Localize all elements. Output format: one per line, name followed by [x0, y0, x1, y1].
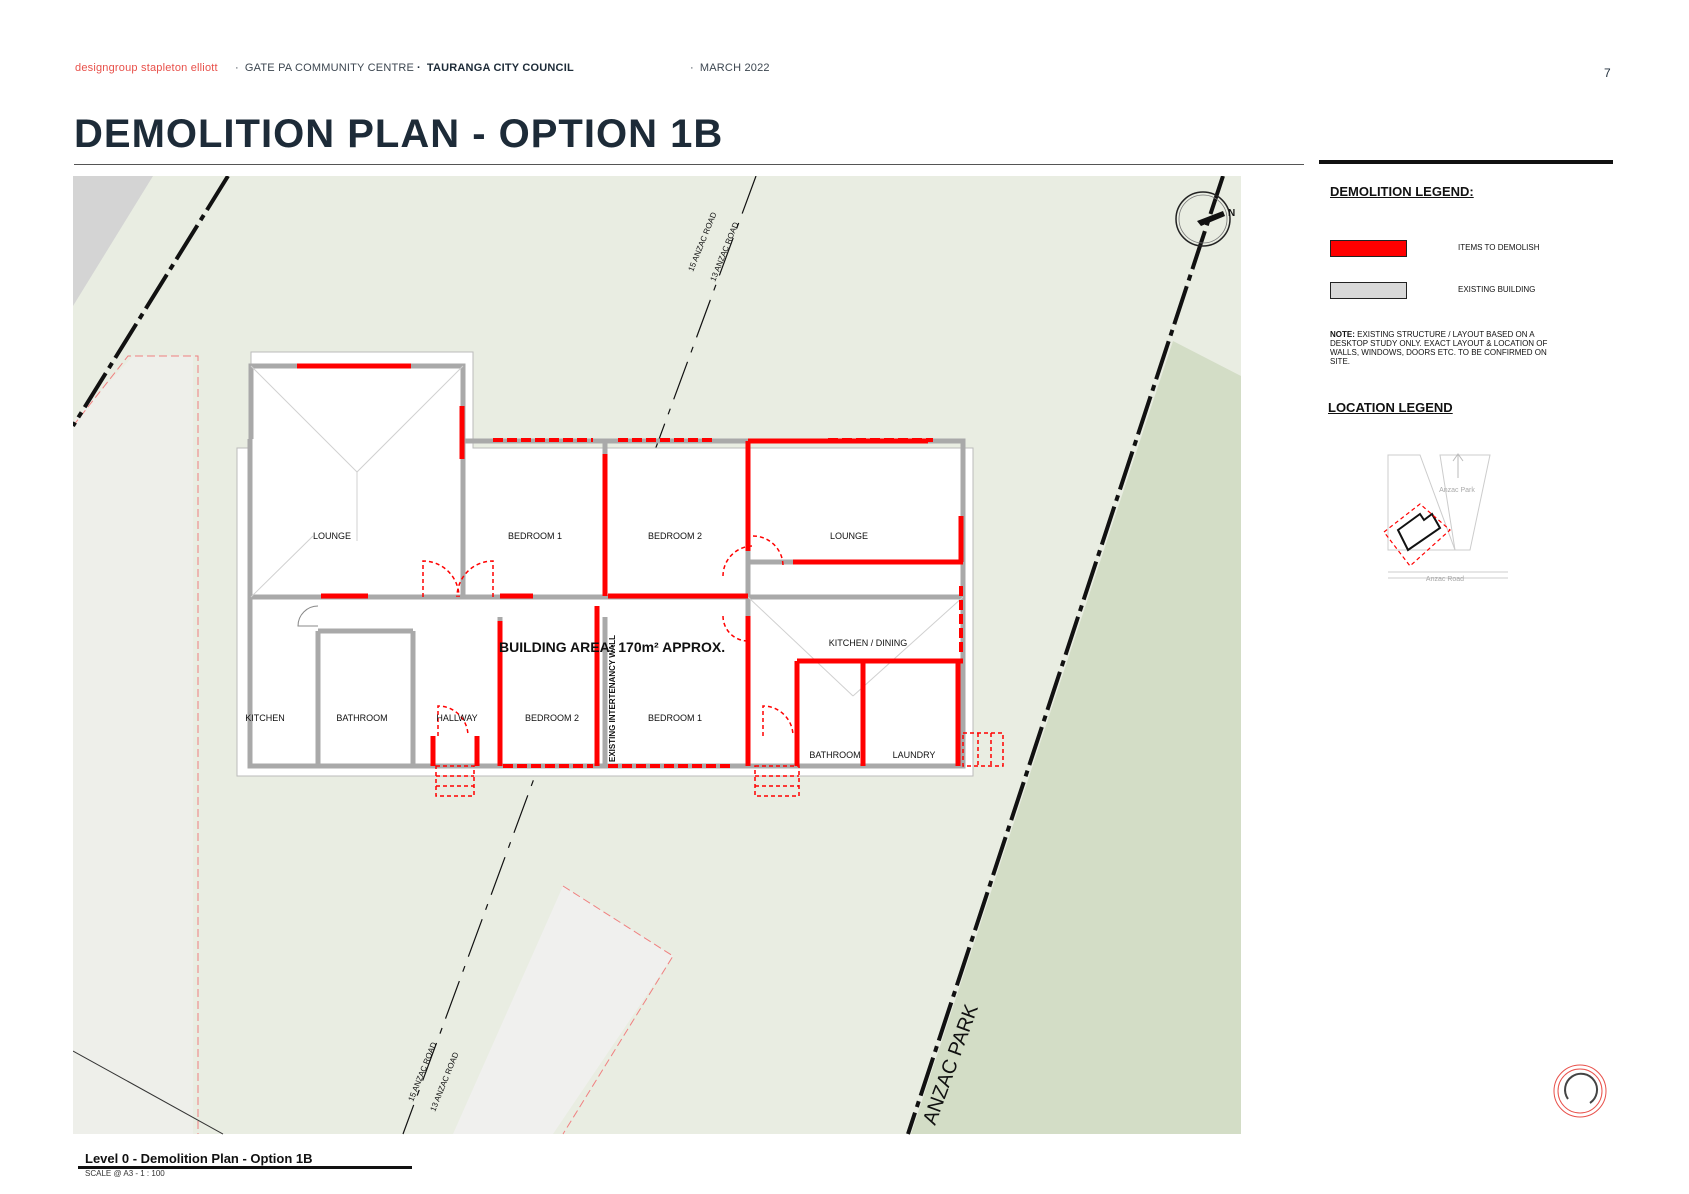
demolished-steps	[435, 732, 1004, 797]
west-boundary	[73, 176, 230, 428]
roof-lines	[250, 365, 964, 697]
key-map-site	[1387, 454, 1456, 551]
legend-divider	[1319, 160, 1613, 164]
room-label-hallway: HALLWAY	[436, 713, 477, 723]
key-map-park-label: Anzac Park	[1439, 487, 1475, 494]
demolition-windows	[493, 438, 963, 768]
anzac-park-area	[911, 341, 1241, 1134]
demolish-swatch	[1330, 240, 1407, 257]
left-driveway	[73, 356, 193, 1134]
driveway-boundary	[73, 355, 199, 1134]
north-arrow: N	[1175, 191, 1235, 247]
client-name: ·TAURANGA CITY COUNCIL	[417, 62, 574, 74]
east-boundary	[906, 176, 1225, 1135]
legend-note: NOTE: EXISTING STRUCTURE / LAYOUT BASED …	[1330, 330, 1560, 366]
demolish-legend-label: ITEMS TO DEMOLISH	[1458, 243, 1540, 252]
north-label: N	[1228, 208, 1235, 219]
key-map-demolition-zone	[1383, 503, 1451, 567]
note-text: EXISTING STRUCTURE / LAYOUT BASED ON A D…	[1330, 330, 1548, 366]
key-map-road-label: Anzac Road	[1426, 576, 1464, 583]
existing-door	[297, 605, 319, 627]
room-label-bedroom1-bottom: BEDROOM 1	[648, 713, 702, 723]
room-label-bedroom1-top: BEDROOM 1	[508, 531, 562, 541]
room-label-bathroom-left: BATHROOM	[336, 713, 387, 723]
room-label-bedroom2-bottom: BEDROOM 2	[525, 713, 579, 723]
title-divider	[74, 164, 1304, 165]
sw-line	[73, 1050, 224, 1135]
existing-swatch	[1330, 282, 1407, 299]
neighbour-paving	[73, 176, 153, 306]
scale-note: SCALE @ A3 - 1 : 100	[85, 1169, 165, 1178]
room-label-lounge-left: LOUNGE	[313, 531, 351, 541]
date-label: MARCH 2022	[699, 62, 770, 74]
client-label: TAURANGA CITY COUNCIL	[426, 62, 574, 74]
room-label-laundry: LAUNDRY	[893, 750, 936, 760]
bottom-driveway	[453, 886, 673, 1134]
issue-date: ·MARCH 2022	[690, 62, 770, 74]
intertenancy-wall-label: EXISTING INTERTENANCY WALL	[608, 635, 617, 762]
key-map-park	[1439, 454, 1491, 551]
view-title-rule	[78, 1166, 412, 1169]
key-map-arrowhead	[1452, 453, 1464, 462]
view-title: Level 0 - Demolition Plan - Option 1B	[85, 1151, 313, 1166]
party-boundary	[402, 176, 757, 1135]
project-name: ·GATE PA COMMUNITY CENTRE	[235, 62, 415, 74]
location-key-map: Anzac Park Anzac Road	[1383, 453, 1508, 583]
existing-legend-label: EXISTING BUILDING	[1458, 285, 1536, 294]
page-number: 7	[1604, 66, 1611, 80]
project-label: GATE PA COMMUNITY CENTRE	[244, 62, 415, 74]
demolished-doors	[422, 535, 794, 737]
firm-name: designgroup stapleton elliott	[75, 62, 218, 74]
location-legend-heading: LOCATION LEGEND	[1328, 400, 1453, 415]
driveway-boundary-b	[562, 885, 674, 1135]
page-title: DEMOLITION PLAN - OPTION 1B	[74, 112, 724, 156]
room-label-bedroom2-top: BEDROOM 2	[648, 531, 702, 541]
room-label-lounge-right: LOUNGE	[830, 531, 868, 541]
room-label-bathroom-right: BATHROOM	[809, 750, 860, 760]
key-map-building	[1396, 512, 1442, 552]
brand-logo-icon	[1553, 1064, 1607, 1118]
note-label: NOTE:	[1330, 330, 1355, 339]
room-label-kitchen: KITCHEN	[245, 713, 285, 723]
building-area-label: BUILDING AREA: 170m² APPROX.	[499, 639, 725, 655]
room-label-kitchen-dining: KITCHEN / DINING	[829, 638, 908, 648]
demolition-legend-heading: DEMOLITION LEGEND:	[1330, 184, 1474, 199]
demolition-plan-drawing: LOUNGE BEDROOM 1 BEDROOM 2 LOUNGE KITCHE…	[73, 176, 1241, 1135]
